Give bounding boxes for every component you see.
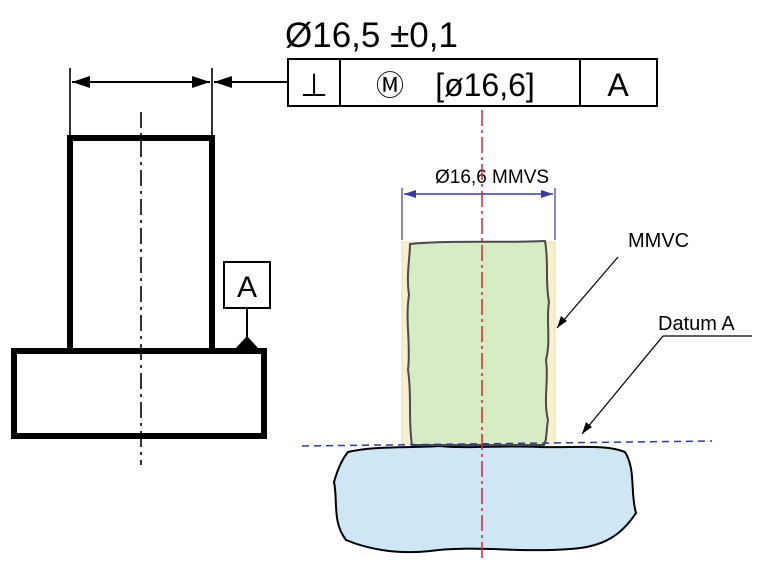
- datum-a-leader: [581, 335, 664, 435]
- mmvc-leader: [556, 256, 619, 329]
- feature-control-frame: ⊥ Ⓜ [ø16,6] A: [287, 58, 658, 107]
- datum-triangle: [236, 336, 258, 348]
- datum-symbol-box: [223, 261, 271, 309]
- mmvs-label: Ø16,6 MMVS: [435, 167, 549, 188]
- frame-border: [287, 58, 658, 107]
- mmvc-label: MMVC: [628, 230, 689, 252]
- mmvs-arrow-right: [541, 190, 553, 198]
- datum-symbol-label: A: [237, 271, 257, 304]
- datum-a-label: Datum A: [658, 313, 735, 335]
- mmvs-arrow-left: [404, 190, 416, 198]
- datum-a-leader-arrow: [582, 422, 592, 434]
- mmc-modifier-icon: Ⓜ: [376, 70, 404, 101]
- frame-leader-arrow: [214, 76, 232, 88]
- dimension-arrow-left: [72, 76, 90, 88]
- dimension-text: Ø16,5 ±0,1: [285, 16, 458, 55]
- part-drawing: A: [11, 68, 288, 465]
- mmvc-leader-arrow: [557, 316, 567, 328]
- dimension-arrow-right: [192, 76, 210, 88]
- base-surface: [332, 444, 638, 554]
- tolerance-value: [ø16,6]: [435, 67, 535, 103]
- virtual-condition-view: Ø16,6 MMVS MMVC Datum A: [301, 110, 752, 562]
- base-outline: [11, 348, 267, 439]
- frame-datum-reference: A: [607, 67, 629, 103]
- perpendicularity-symbol: ⊥: [300, 67, 328, 103]
- datum-plane-line: [301, 440, 713, 447]
- actual-pin: [406, 239, 551, 446]
